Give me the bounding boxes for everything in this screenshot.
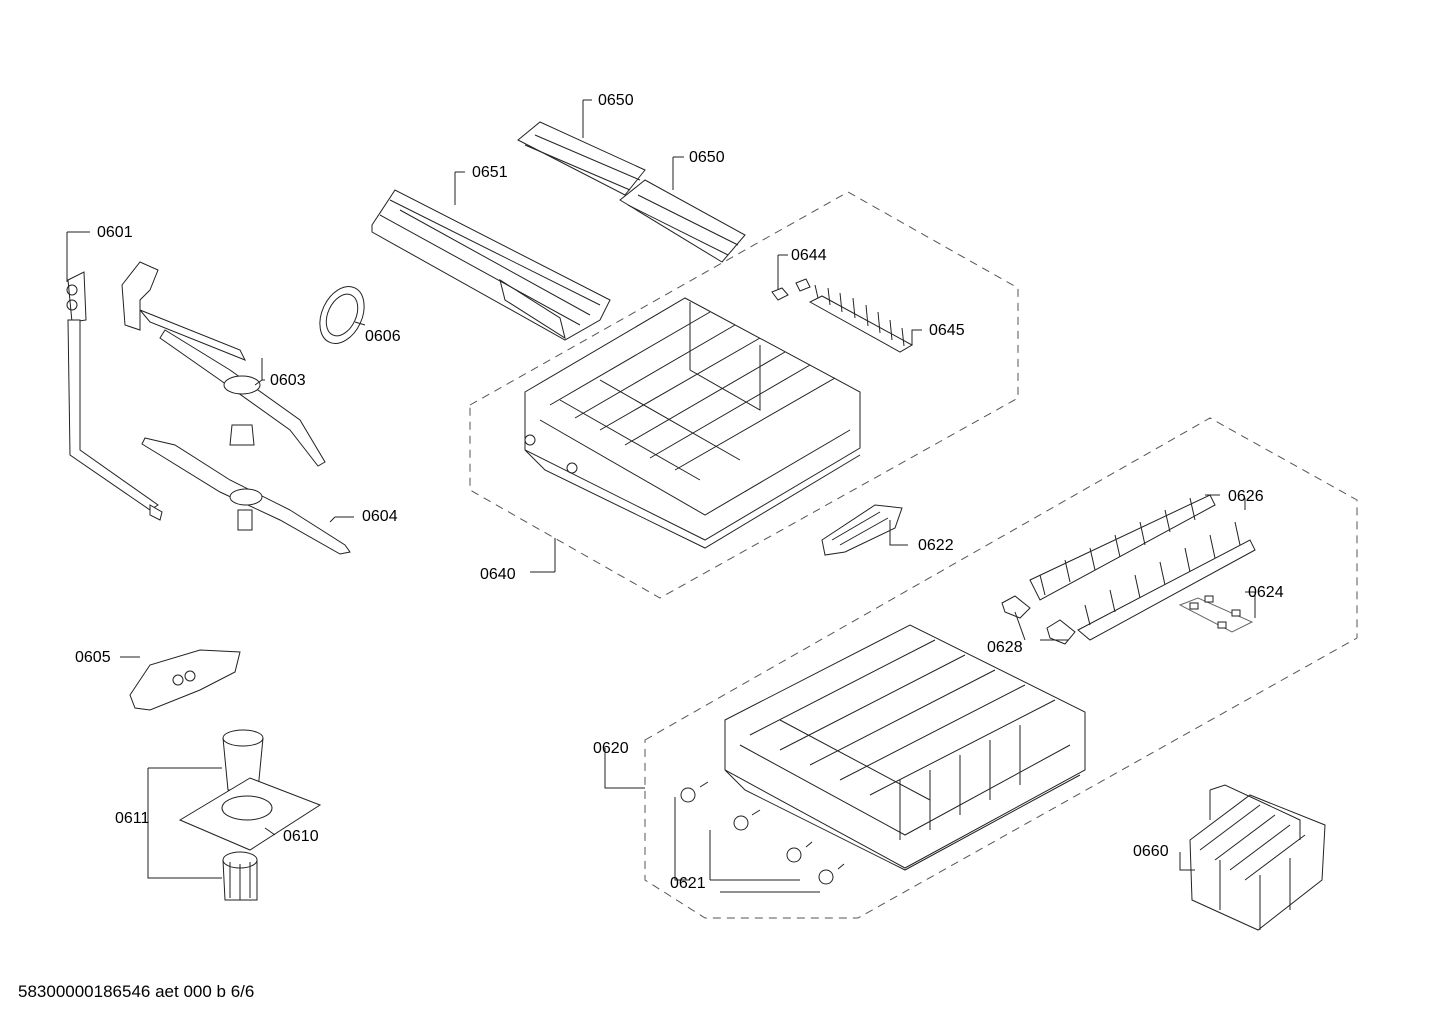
lower-basket-group-outline <box>644 417 1358 919</box>
cutlery-basket-part <box>1189 784 1326 931</box>
tray-insert-lower-part <box>619 179 746 263</box>
upper-basket-part <box>524 297 861 549</box>
callout-0628: 0628 <box>987 639 1023 656</box>
callout-0611: 0611 <box>115 810 150 827</box>
callout-0640: 0640 <box>480 566 516 583</box>
upper-tine-row-part <box>808 284 914 353</box>
callout-0605: 0605 <box>75 649 111 666</box>
lower-spray-arm-part <box>141 437 351 555</box>
callout-0650-top: 0650 <box>598 92 634 109</box>
callout-0603: 0603 <box>270 372 306 389</box>
callout-0626: 0626 <box>1228 488 1264 505</box>
callout-0651: 0651 <box>472 164 508 181</box>
spray-pipe-part <box>66 271 163 521</box>
cylinder-filter-part <box>222 729 264 901</box>
tray-insert-upper-part <box>517 121 646 196</box>
upper-spray-arm-part <box>121 261 326 467</box>
cutlery-tray-part <box>371 189 611 341</box>
callout-0610: 0610 <box>283 828 319 845</box>
lower-tine-rows-part <box>1029 494 1256 641</box>
round-filter-part <box>319 286 365 344</box>
callout-0622: 0622 <box>918 537 954 554</box>
wheels-part <box>680 781 845 885</box>
callout-0621: 0621 <box>670 875 706 892</box>
tine-holders-part <box>1001 595 1076 645</box>
lower-basket-part <box>724 624 1086 871</box>
callout-0660: 0660 <box>1133 843 1169 860</box>
callout-0604: 0604 <box>362 508 398 525</box>
document-code: 58300000186546 aet 000 b 6/6 <box>18 982 255 1001</box>
upper-clips-part <box>771 278 811 301</box>
callout-0645: 0645 <box>929 322 965 339</box>
lower-clips-part <box>1178 595 1254 633</box>
flat-filter-part <box>178 777 322 851</box>
fine-filter-part <box>129 649 241 711</box>
small-basket-part <box>821 504 903 556</box>
callout-0650-second: 0650 <box>689 149 725 166</box>
callout-0644: 0644 <box>791 247 827 264</box>
callout-0601: 0601 <box>97 224 133 241</box>
callout-0620: 0620 <box>593 740 629 757</box>
callout-0606: 0606 <box>365 328 401 345</box>
callout-0624: 0624 <box>1248 584 1284 601</box>
